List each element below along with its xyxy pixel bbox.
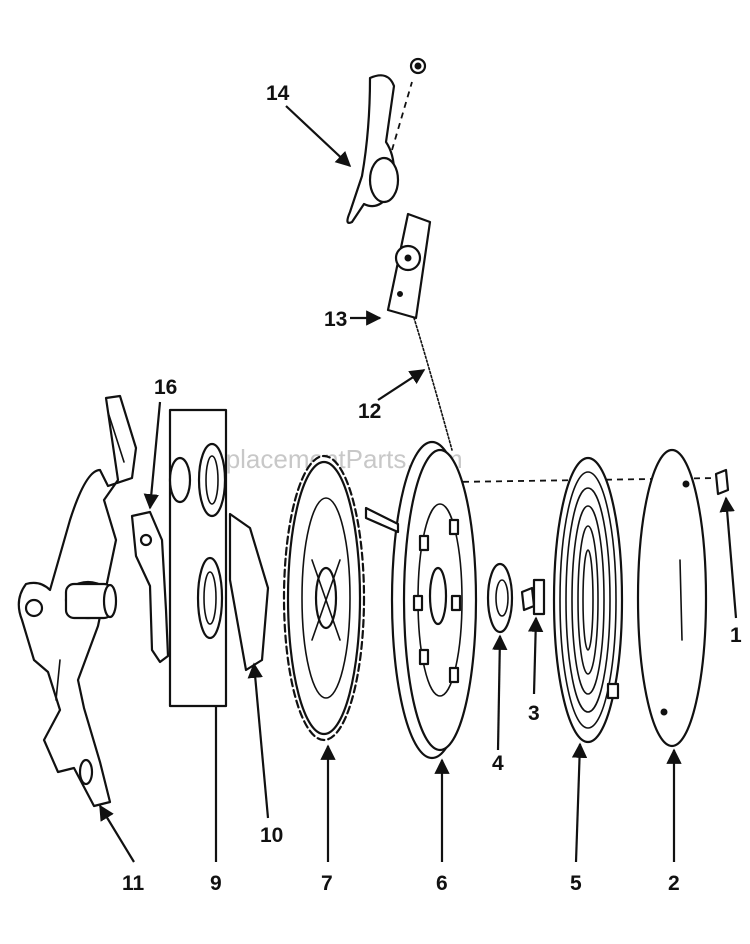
part-11-bracket [17, 394, 138, 808]
callout-11: 11 [122, 872, 145, 895]
part-6-pulley [364, 440, 478, 760]
part-3-screw [520, 578, 546, 616]
part-14-clip [346, 57, 427, 224]
part-9-plate [168, 408, 228, 708]
callout-16: 16 [154, 376, 177, 399]
callout-4: 4 [492, 752, 504, 775]
callout-12: 12 [358, 400, 381, 423]
part-1-screw [714, 468, 730, 496]
part-2-cover [636, 448, 708, 748]
part-4-nut [486, 562, 514, 634]
part-13-plate [386, 212, 432, 320]
callout-6: 6 [436, 872, 448, 895]
callout-labels: 14 13 12 16 11 9 10 7 6 4 3 5 2 1 [122, 82, 742, 895]
part-12-rope [413, 317, 453, 451]
part-5-spring [552, 456, 624, 744]
part-7-sprocket [282, 454, 366, 742]
callout-2: 2 [668, 872, 680, 895]
callout-7: 7 [321, 872, 333, 895]
part-16-pawl [130, 510, 170, 664]
callout-1: 1 [730, 624, 742, 647]
callout-13: 13 [324, 308, 347, 331]
callout-5: 5 [570, 872, 582, 895]
callout-14: 14 [266, 82, 290, 105]
part-10-spring-clip [228, 512, 270, 672]
callout-3: 3 [528, 702, 540, 725]
callout-10: 10 [260, 824, 283, 847]
leader-lines [99, 105, 738, 863]
callout-9: 9 [210, 872, 222, 895]
